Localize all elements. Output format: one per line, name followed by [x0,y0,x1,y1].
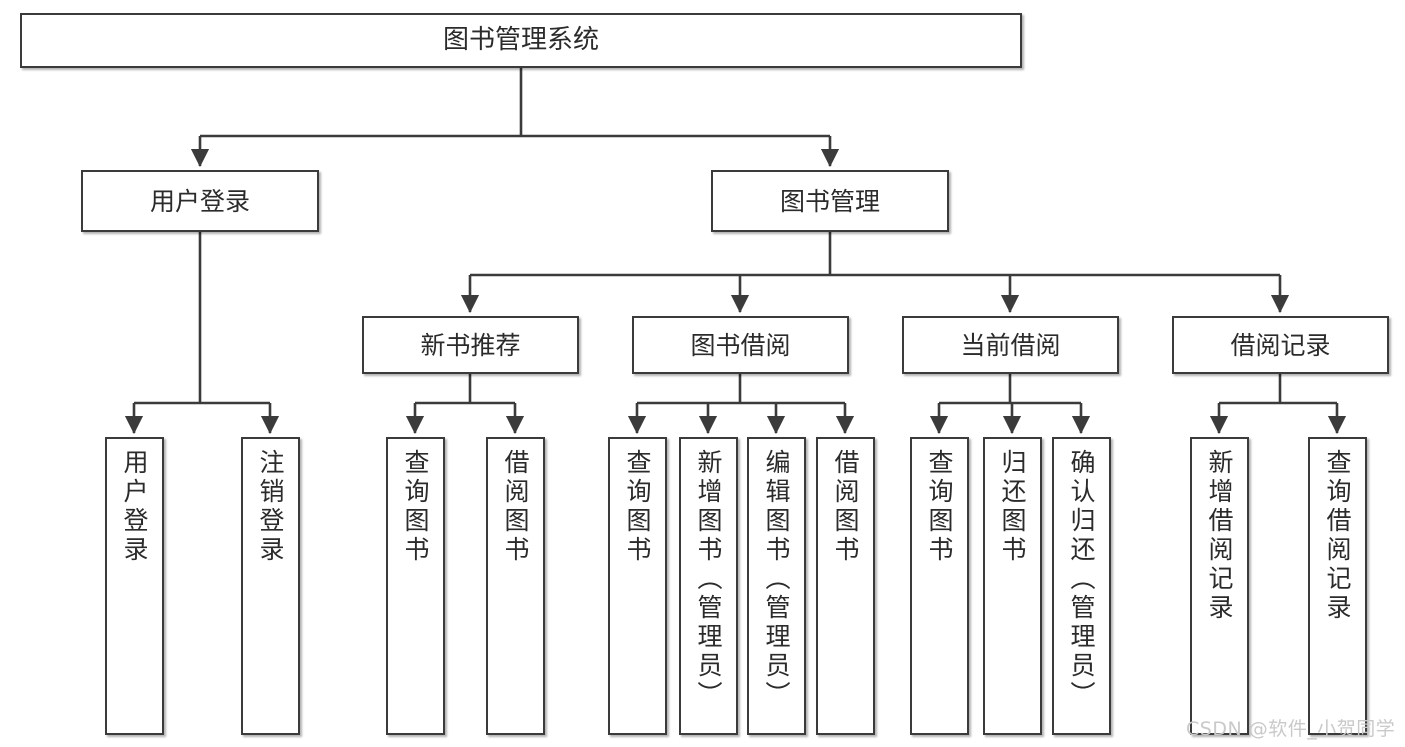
node-leaf-bb-add-book[interactable]: 新增图书（管理员） [679,437,738,735]
node-leaf-bb-query-book[interactable]: 查询图书 [608,437,667,735]
node-borrow-record-label: 借阅记录 [1230,330,1331,360]
node-leaf-cb-return-book[interactable]: 归还图书 [983,437,1042,735]
node-user-login-label: 用户登录 [149,186,250,216]
node-leaf-rec-borrow-book[interactable]: 借阅图书 [486,437,545,735]
node-leaf-user-logout[interactable]: 注销登录 [241,437,300,735]
node-leaf-br-add-record[interactable]: 新增借阅记录 [1190,437,1249,735]
node-leaf-bb-edit-book[interactable]: 编辑图书（管理员） [747,437,806,735]
node-leaf-br-query-record[interactable]: 查询借阅记录 [1308,437,1367,735]
node-leaf-bb-borrow-book-label: 借阅图书 [831,449,860,565]
node-book-manage[interactable]: 图书管理 [711,170,949,232]
node-leaf-cb-confirm-label: 确认归还（管理员） [1067,449,1096,710]
node-new-book-rec-label: 新书推荐 [420,330,521,360]
node-leaf-user-logout-label: 注销登录 [256,449,285,565]
node-leaf-rec-query-book-label: 查询图书 [401,449,430,565]
node-book-borrow-label: 图书借阅 [690,330,791,360]
node-borrow-record[interactable]: 借阅记录 [1172,316,1389,374]
node-leaf-bb-borrow-book[interactable]: 借阅图书 [816,437,875,735]
node-book-borrow[interactable]: 图书借阅 [632,316,849,374]
node-root[interactable]: 图书管理系统 [20,13,1022,68]
node-leaf-bb-query-book-label: 查询图书 [623,449,652,565]
node-current-borrow-label: 当前借阅 [960,330,1061,360]
node-leaf-cb-confirm[interactable]: 确认归还（管理员） [1052,437,1111,735]
node-leaf-br-query-record-label: 查询借阅记录 [1323,449,1352,623]
node-leaf-cb-query-book-label: 查询图书 [925,449,954,565]
node-leaf-br-add-record-label: 新增借阅记录 [1205,449,1234,623]
node-current-borrow[interactable]: 当前借阅 [902,316,1119,374]
node-leaf-cb-return-book-label: 归还图书 [998,449,1027,565]
node-leaf-bb-add-book-label: 新增图书（管理员） [694,449,723,710]
node-leaf-rec-query-book[interactable]: 查询图书 [386,437,445,735]
node-leaf-user-login-label: 用户登录 [120,449,149,565]
node-new-book-rec[interactable]: 新书推荐 [362,316,579,374]
node-user-login[interactable]: 用户登录 [81,170,319,232]
node-leaf-rec-borrow-book-label: 借阅图书 [501,449,530,565]
node-leaf-bb-edit-book-label: 编辑图书（管理员） [762,449,791,710]
node-leaf-cb-query-book[interactable]: 查询图书 [910,437,969,735]
node-book-manage-label: 图书管理 [779,186,880,216]
node-root-label: 图书管理系统 [442,25,599,56]
node-leaf-user-login[interactable]: 用户登录 [105,437,164,735]
